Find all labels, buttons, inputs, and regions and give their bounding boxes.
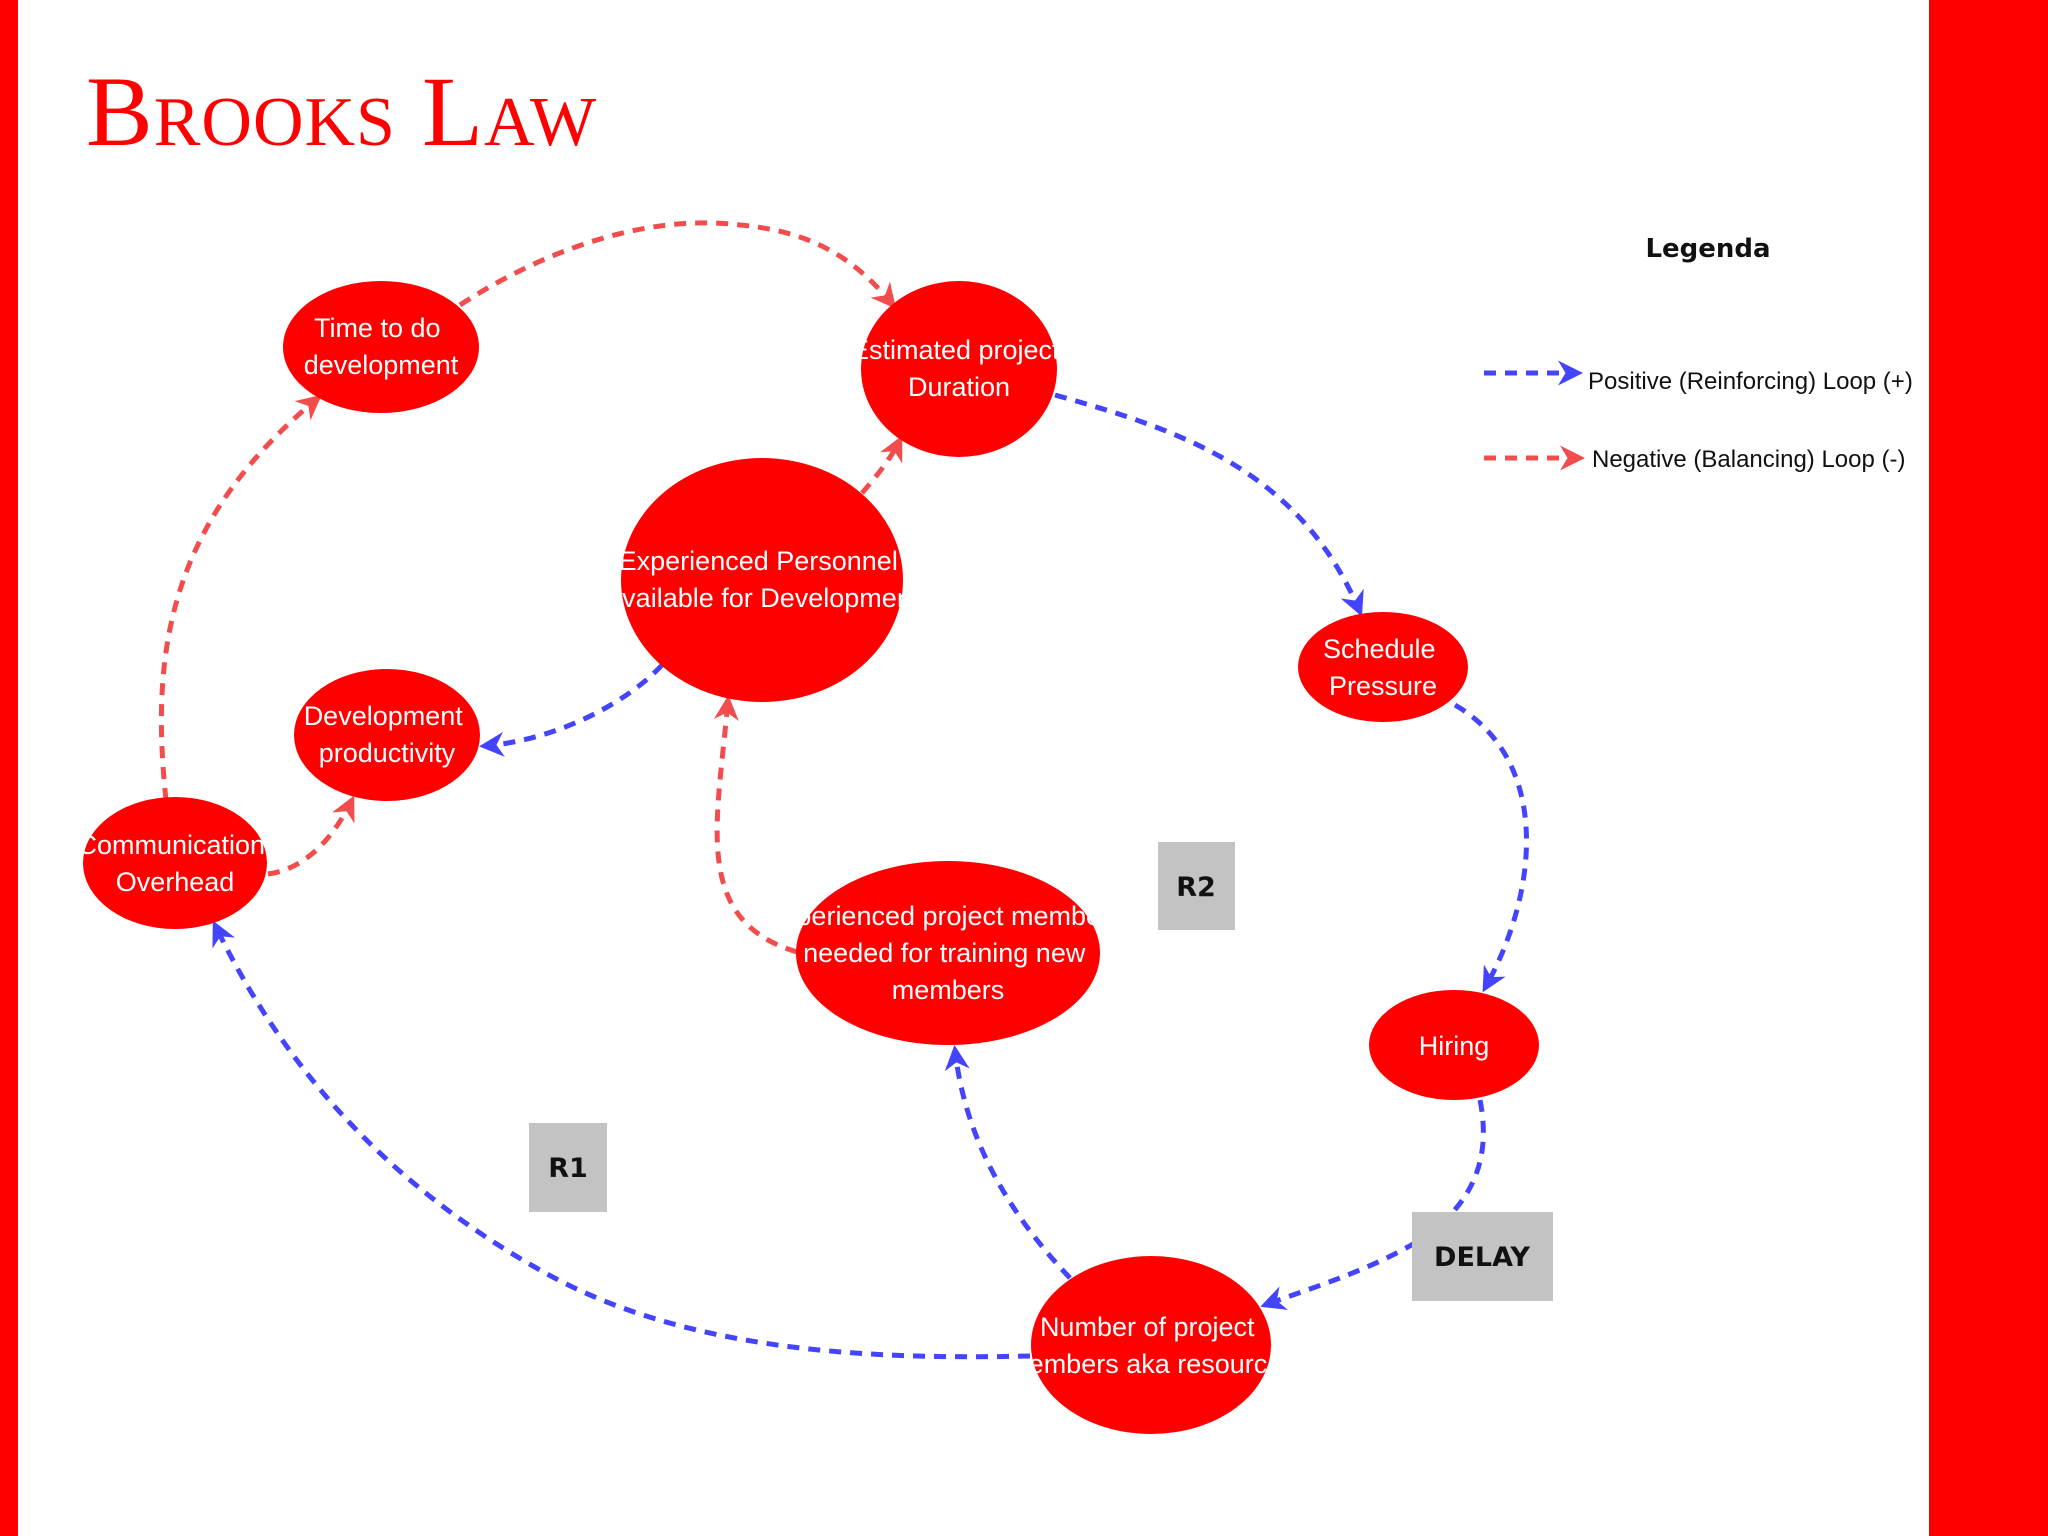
link-overhead-to-productivity <box>267 795 355 877</box>
node-time-to-do: Time to do development <box>283 281 479 413</box>
loop-label-r1: R1 <box>529 1123 607 1212</box>
delay-label: DELAY <box>1412 1212 1553 1301</box>
link-schedule-to-hiring <box>1453 702 1529 993</box>
link-time-to-duration <box>458 220 897 309</box>
loop-label-r2: R2 <box>1158 842 1235 930</box>
link-overhead-to-time <box>158 394 322 801</box>
link-members-to-overhead <box>212 920 1031 1360</box>
node-hiring: Hiring <box>1369 990 1539 1100</box>
node-experienced-personnel: Experienced Personnel Available for Deve… <box>605 458 920 702</box>
link-personnel-to-duration <box>860 435 903 495</box>
svg-text:Number of project member: Number of project members aka resources <box>1006 1312 1296 1379</box>
node-estimated-project-duration: Estimated project Duration <box>851 281 1067 457</box>
legend-title: Legenda <box>1645 234 1770 264</box>
svg-text:DELAY: DELAY <box>1434 1242 1530 1273</box>
node-development-productivity: Development productivity <box>294 669 480 801</box>
svg-text:Hiring: Hiring <box>1419 1031 1490 1061</box>
svg-text:Development productivity: Development productivity <box>304 701 471 768</box>
svg-text:Time to do development: Time to do development <box>304 313 459 380</box>
node-experienced-members-needed: Experienced project members needed for t… <box>765 861 1131 1045</box>
legend-negative-label: Negative (Balancing) Loop (-) <box>1592 446 1906 473</box>
node-schedule-pressure: Schedule Pressure <box>1298 612 1468 722</box>
svg-text:Experienced Personnel Av: Experienced Personnel Available for Deve… <box>605 546 920 613</box>
legend-positive-label: Positive (Reinforcing) Loop (+) <box>1588 368 1913 395</box>
svg-text:Communication Overhead: Communication Overhead <box>77 830 272 897</box>
svg-text:Estimated project Durati: Estimated project Duration <box>851 335 1067 402</box>
svg-text:R2: R2 <box>1176 872 1216 903</box>
svg-text:Experienced project members: Experienced project members needed for t… <box>765 901 1131 1005</box>
slide-title: Brooks Law <box>86 56 598 167</box>
left-accent-bar <box>0 0 18 1536</box>
link-duration-to-schedule <box>1054 392 1364 617</box>
svg-text:R1: R1 <box>548 1153 588 1184</box>
link-hiring-to-members <box>1260 1099 1486 1310</box>
legend: Legenda Positive (Reinforcing) Loop (+) … <box>1484 234 1913 473</box>
link-members-to-needed <box>944 1045 1072 1280</box>
link-needed-to-personnel <box>713 695 798 955</box>
right-accent-bar <box>1929 0 2048 1536</box>
node-communication-overhead: Communication Overhead <box>77 797 272 929</box>
node-number-of-project-members: Number of project members aka resources <box>1006 1256 1296 1434</box>
link-personnel-to-productivity <box>479 663 664 757</box>
svg-text:Schedule Pressure: Schedule Pressure <box>1323 634 1443 701</box>
